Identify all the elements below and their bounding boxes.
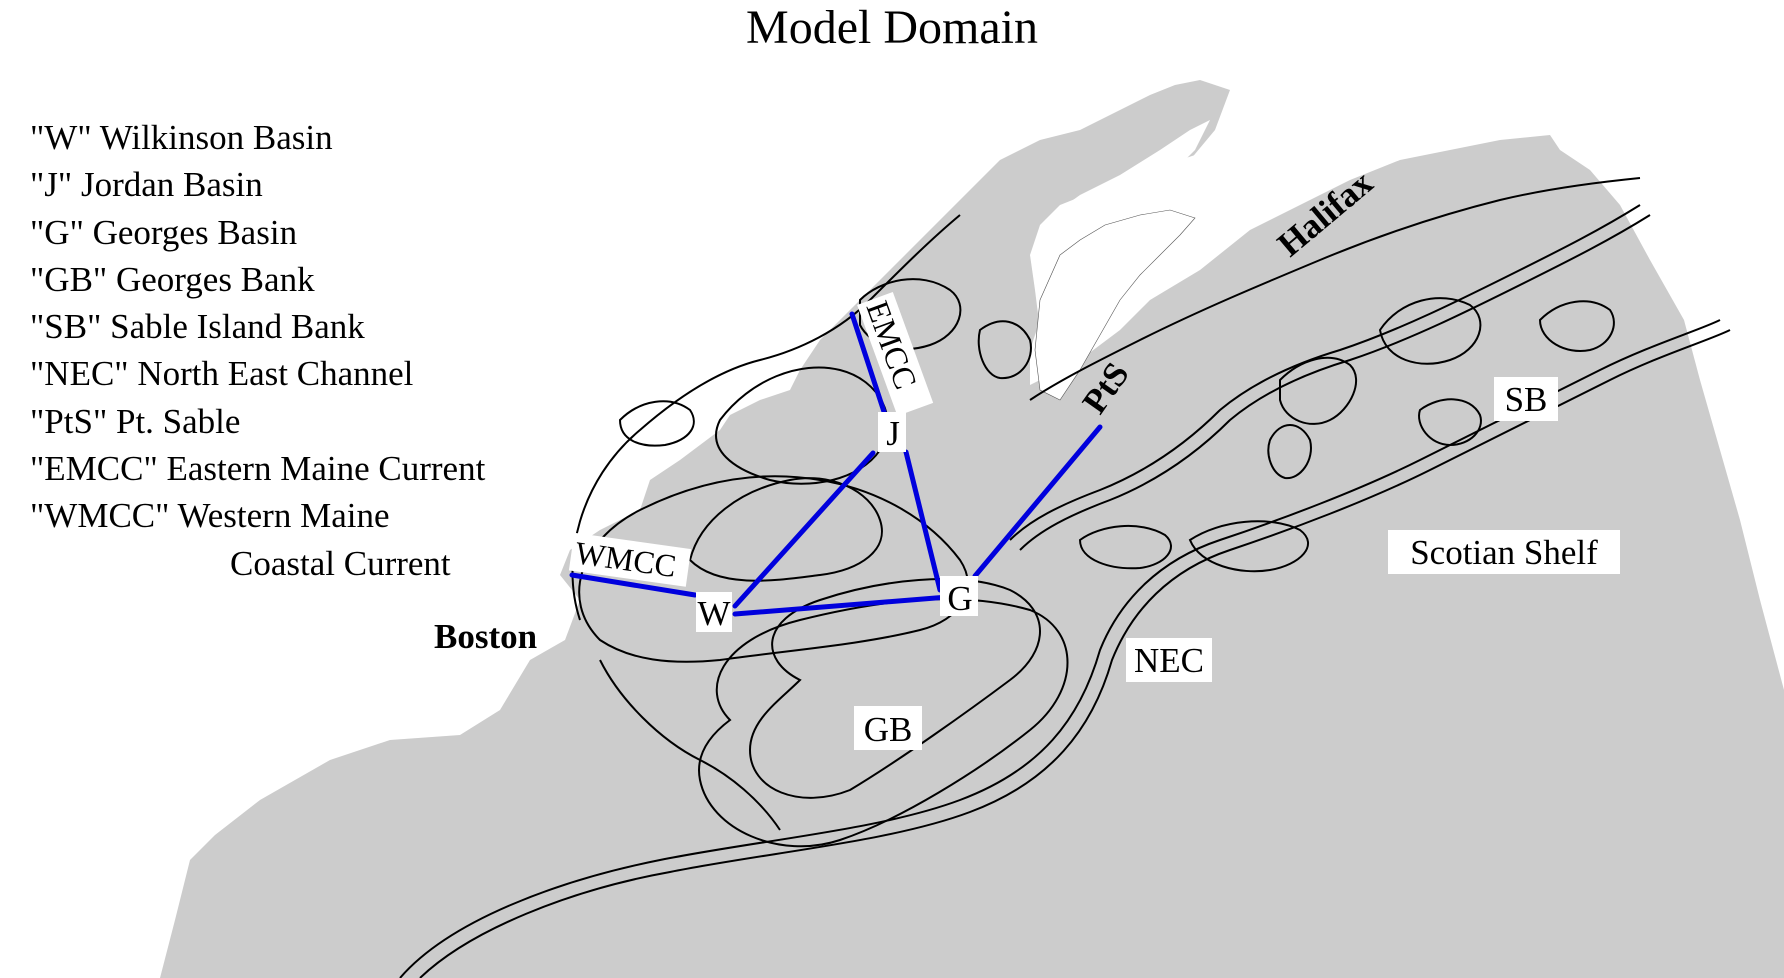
transect-pts [972,424,1103,579]
station-g-label: G [947,579,972,618]
station-w-label: W [697,594,730,633]
legend-item-g: "G" Georges Basin [30,212,298,252]
region-scotian-shelf-label: Scotian Shelf [1410,533,1598,572]
region-labels: GB SB NEC Scotian Shelf EMCC WMCC [568,291,1620,750]
legend-item-sb: "SB" Sable Island Bank [30,307,365,347]
land-nova-scotia [1030,145,1250,330]
transect-lines [569,311,1103,617]
ocean-area [160,80,1784,978]
legend-item-w: "W" Wilkinson Basin [30,118,333,157]
transect-w-g [732,594,951,617]
transect-j-g [903,449,943,593]
legend-item-wmcc-continued: Coastal Current [230,543,451,583]
legend-item-gb: "GB" Georges Bank [30,259,315,299]
place-boston-label: Boston [434,617,537,656]
station-j-label: J [886,414,900,453]
region-nec-label: NEC [1134,641,1204,680]
legend-item-j: "J" Jordan Basin [30,165,263,205]
legend-item-emcc: "EMCC" Eastern Maine Current [30,449,486,489]
station-labels: W J G [696,412,978,633]
land-bay-fundy-white [1034,209,1196,401]
legend-item-wmcc: "WMCC" Western Maine [30,496,390,536]
legend-item-nec: "NEC" North East Channel [30,354,414,394]
transect-j-w [732,450,876,609]
region-gb-label: GB [864,710,913,749]
transect-emcc [849,311,891,427]
transect-wmcc [569,572,698,598]
map-title: Model Domain [746,1,1038,54]
legend: "W" Wilkinson Basin "J" Jordan Basin "G"… [30,114,485,587]
legend-item-pts: "PtS" Pt. Sable [30,401,241,441]
land-fundy-bay [1045,120,1210,225]
region-sb-label: SB [1505,380,1548,419]
